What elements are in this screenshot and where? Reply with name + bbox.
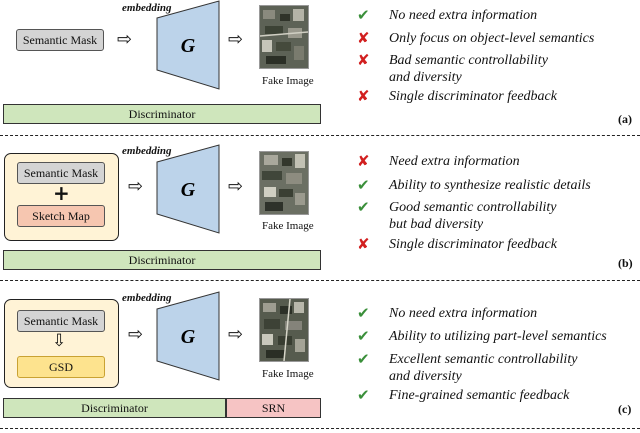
feature-text: and diversity <box>389 369 462 384</box>
panel-label-a: (a) <box>618 112 632 126</box>
semantic-mask-box: Semantic Mask <box>17 310 105 332</box>
check-icon: ✔ <box>357 304 370 322</box>
generator-label: G <box>181 179 196 201</box>
gsd-box: GSD <box>17 356 105 378</box>
right-arrow-icon: ⇨ <box>228 324 244 345</box>
check-icon: ✔ <box>357 6 370 24</box>
cross-icon: ✘ <box>357 51 370 69</box>
feature-text: and diversity <box>389 70 462 85</box>
discriminator-label: Discriminator <box>128 252 196 267</box>
semantic-mask-box: Semantic Mask <box>17 162 105 184</box>
srn-bar: SRN <box>226 398 321 418</box>
check-icon: ✔ <box>357 198 370 216</box>
srn-label: SRN <box>261 400 286 415</box>
divider-line <box>0 135 640 136</box>
embedding-label: embedding <box>122 2 172 14</box>
right-arrow-icon: ⇨ <box>128 324 144 345</box>
fake-image-label: Fake Image <box>262 368 314 380</box>
feature-text: Excellent semantic controllability <box>389 352 578 367</box>
discriminator-bar: Discriminator <box>3 398 226 418</box>
feature-text: No need extra information <box>389 8 538 23</box>
fake-image-thumbnail <box>259 151 309 215</box>
feature-text: Single discriminator feedback <box>389 237 557 252</box>
right-arrow-icon: ⇨ <box>117 29 133 50</box>
discriminator-label: Discriminator <box>81 400 148 415</box>
gsd-label: GSD <box>48 359 73 374</box>
generator-trapezoid: G <box>156 0 220 90</box>
right-arrow-icon: ⇨ <box>228 29 244 50</box>
right-arrow-icon: ⇨ <box>128 176 144 197</box>
check-icon: ✔ <box>357 350 370 368</box>
feature-text: Only focus on object-level semantics <box>389 31 595 46</box>
check-icon: ✔ <box>357 176 370 194</box>
panel-label-c: (c) <box>618 402 632 416</box>
check-icon: ✔ <box>357 386 370 404</box>
semantic-mask-box: Semantic Mask <box>16 29 104 51</box>
satellite-image-icon <box>260 6 308 68</box>
semantic-mask-label: Semantic Mask <box>23 313 99 328</box>
panel-label-b: (b) <box>618 256 633 270</box>
feature-text: Fine-grained semantic feedback <box>389 388 570 403</box>
semantic-mask-label: Semantic Mask <box>22 32 98 47</box>
feature-text: Single discriminator feedback <box>389 89 557 104</box>
divider-line <box>0 280 640 281</box>
cross-icon: ✘ <box>357 235 370 253</box>
generator-trapezoid: G <box>156 144 220 234</box>
feature-text: Ability to utilizing part-level semantic… <box>389 329 607 344</box>
fake-image-label: Fake Image <box>262 75 314 87</box>
sketch-map-label: Sketch Map <box>32 208 90 223</box>
fake-image-thumbnail <box>259 5 309 69</box>
divider-line <box>0 428 640 429</box>
embedding-label: embedding <box>122 292 172 304</box>
fake-image-thumbnail <box>259 298 309 362</box>
discriminator-bar: Discriminator <box>3 104 321 124</box>
satellite-image-icon <box>260 152 308 214</box>
right-arrow-icon: ⇨ <box>228 176 244 197</box>
sketch-map-box: Sketch Map <box>17 205 105 227</box>
generator-trapezoid: G <box>156 291 220 381</box>
check-icon: ✔ <box>357 327 370 345</box>
cross-icon: ✘ <box>357 152 370 170</box>
cross-icon: ✘ <box>357 87 370 105</box>
generator-label: G <box>181 326 196 348</box>
satellite-image-icon <box>260 299 308 361</box>
generator-label: G <box>181 35 196 57</box>
feature-text: Ability to synthesize realistic details <box>389 178 591 193</box>
fake-image-label: Fake Image <box>262 220 314 232</box>
plus-icon: + <box>53 181 70 205</box>
embedding-label: embedding <box>122 145 172 157</box>
feature-text: No need extra information <box>389 306 538 321</box>
feature-text: but bad diversity <box>389 217 484 232</box>
feature-text: Need extra information <box>389 154 520 169</box>
semantic-mask-label: Semantic Mask <box>23 165 99 180</box>
down-arrow-icon: ⇩ <box>52 331 67 351</box>
cross-icon: ✘ <box>357 29 370 47</box>
discriminator-bar: Discriminator <box>3 250 321 270</box>
feature-text: Bad semantic controllability <box>389 53 548 68</box>
discriminator-label: Discriminator <box>128 106 196 121</box>
feature-text: Good semantic controllability <box>389 200 557 215</box>
